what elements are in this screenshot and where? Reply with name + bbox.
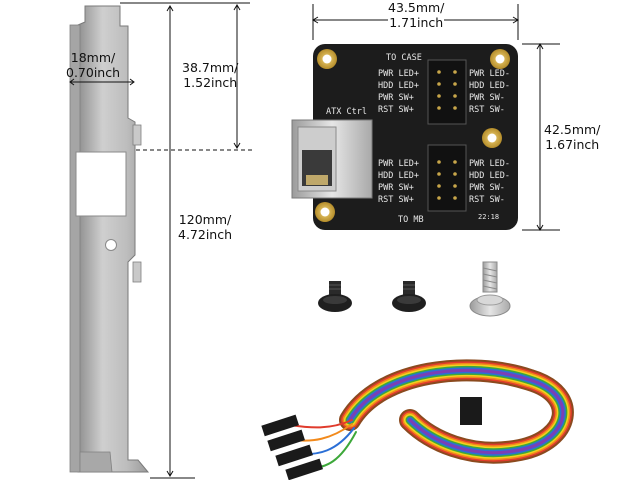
bracket-slot-height-label: 38.7mm/ 1.52inch <box>182 60 238 90</box>
rainbow-ribbon-cable <box>289 359 574 469</box>
silk-upper-left: PWR LED+ HDD LED+ PWR SW+ RST SW+ <box>378 69 419 115</box>
bracket-width-label: 18mm/ 0.70inch <box>66 50 120 80</box>
pin-label: PWR SW+ <box>378 93 414 103</box>
pin-label: PWR LED- <box>469 69 510 79</box>
board-width-inch: 1.71inch <box>389 15 444 30</box>
pin-label: RST SW+ <box>378 195 414 205</box>
bracket-height-label: 120mm/ 4.72inch <box>178 212 233 242</box>
silk-lower-left: PWR LED+ HDD LED+ PWR SW+ RST SW+ <box>378 159 419 205</box>
screw-black-icon <box>318 281 352 312</box>
pin-label: HDD LED+ <box>378 171 419 181</box>
ribbon-connector <box>460 397 482 425</box>
screw-black-icon <box>392 281 426 312</box>
silk-to-mb: TO MB <box>398 215 424 225</box>
pin-label: PWR SW+ <box>378 183 414 193</box>
screw-silver-icon <box>469 261 511 317</box>
bracket-height-mm: 120mm/ <box>178 212 232 227</box>
pin-label: RST SW+ <box>378 105 414 115</box>
pin-label: PWR LED+ <box>378 159 419 169</box>
pin-label: RST SW- <box>469 105 505 115</box>
pin-label: PWR SW- <box>469 183 505 193</box>
board-height-mm: 42.5mm/ <box>544 122 601 137</box>
board-height-inch: 1.67inch <box>545 137 600 152</box>
board-width-mm: 43.5mm/ <box>388 0 445 15</box>
atx-control-board <box>291 44 518 230</box>
silk-date-code: 22:18 <box>478 213 499 221</box>
bracket-dimension-lines <box>69 2 255 479</box>
pin-label: HDD LED- <box>469 171 510 181</box>
pci-bracket <box>69 5 150 473</box>
silk-atx-ctrl: ATX Ctrl <box>326 107 367 117</box>
pin-label: PWR SW- <box>469 93 505 103</box>
board-width-label: 43.5mm/ 1.71inch <box>388 0 445 30</box>
pin-label: PWR LED+ <box>378 69 419 79</box>
pin-label: HDD LED+ <box>378 81 419 91</box>
dupont-connectors <box>261 414 323 481</box>
bracket-width-mm: 18mm/ <box>70 50 116 65</box>
pin-label: RST SW- <box>469 195 505 205</box>
silk-to-case: TO CASE <box>386 53 422 63</box>
pin-label: PWR LED- <box>469 159 510 169</box>
bracket-width-inch: 0.70inch <box>66 65 121 80</box>
bracket-slot-height-mm: 38.7mm/ <box>182 60 239 75</box>
header-pins <box>437 70 457 200</box>
silk-upper-right: PWR LED- HDD LED- PWR SW- RST SW- <box>469 69 510 115</box>
bracket-slot-height-inch: 1.52inch <box>183 75 238 90</box>
board-height-label: 42.5mm/ 1.67inch <box>544 122 601 152</box>
silk-lower-right: PWR LED- HDD LED- PWR SW- RST SW- <box>469 159 510 205</box>
pin-label: HDD LED- <box>469 81 510 91</box>
bracket-height-inch: 4.72inch <box>178 227 233 242</box>
